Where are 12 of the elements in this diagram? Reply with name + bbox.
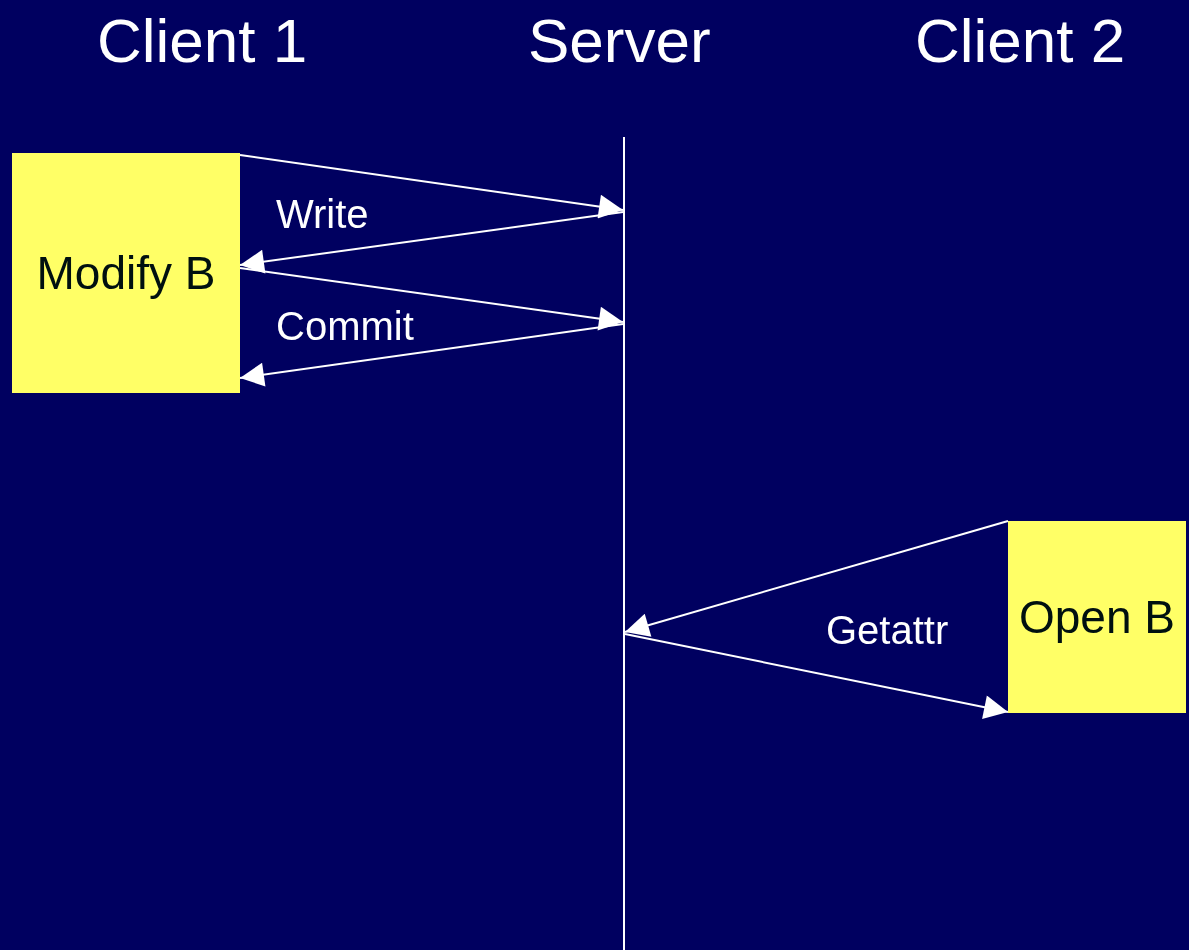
process-box: Open B <box>1008 521 1186 713</box>
arrow <box>239 267 624 331</box>
column-heading: Server <box>528 10 711 72</box>
lifeline <box>623 137 625 950</box>
arrow <box>239 211 624 274</box>
column-heading: Client 2 <box>915 10 1126 72</box>
arrow <box>624 520 1009 637</box>
process-box: Modify B <box>12 153 240 393</box>
column-heading: Client 1 <box>97 10 308 72</box>
arrow <box>624 633 1009 719</box>
arrow <box>239 154 624 219</box>
arrow <box>239 323 624 387</box>
